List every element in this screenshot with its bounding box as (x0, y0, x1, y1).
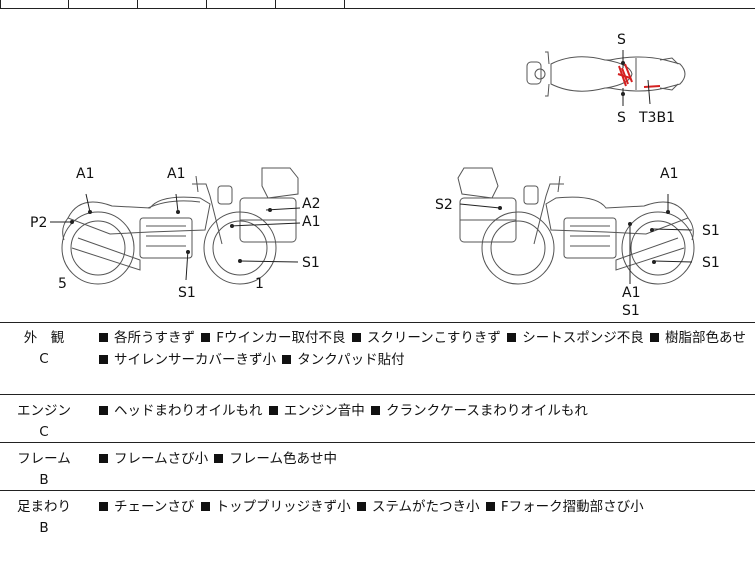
category-grade: B (39, 520, 49, 536)
left-label: 1 (255, 276, 264, 292)
top-cell (137, 0, 138, 8)
category-name: エンジン (17, 403, 71, 419)
right-label: A1 (622, 285, 640, 301)
category-name: 足まわり (17, 499, 71, 515)
note-item: Fウインカー取付不良 (199, 330, 346, 346)
left-label: S1 (178, 285, 196, 301)
damage-diagram: S S T3B1 A1 A1 A2 A1 P2 S1 S1 5 1 S2 A1 … (0, 8, 755, 323)
category-grade: B (39, 472, 49, 488)
note-item: フレームさび小 (97, 451, 208, 467)
note-item: シートスポンジ不良 (505, 330, 644, 346)
right-label: S1 (702, 255, 720, 271)
top-label: T3B1 (638, 110, 675, 126)
category-name: フレーム (17, 451, 71, 467)
table-row: 外 観 C 各所うすきず Fウインカー取付不良 スクリーンこすりきず シートスポ… (0, 322, 755, 395)
top-cell (275, 0, 276, 8)
top-view-marks (617, 50, 661, 106)
note-item: ヘッドまわりオイルもれ (97, 403, 263, 419)
category-grade: C (39, 351, 49, 367)
note-item: ステムがたつき小 (355, 499, 480, 515)
left-label: A1 (167, 166, 185, 182)
category-cell: 足まわり B (0, 497, 88, 539)
left-label: A1 (76, 166, 94, 182)
category-name: 外 観 (23, 330, 65, 346)
note-item: エンジン音中 (267, 403, 365, 419)
note-item: チェーンさび (97, 499, 194, 515)
right-label: A1 (660, 166, 678, 182)
note-item: サイレンサーカバーきず小 (97, 352, 276, 368)
motorcycle-diagram-svg: S S T3B1 A1 A1 A2 A1 P2 S1 S1 5 1 S2 A1 … (30, 32, 720, 319)
category-cell: 外 観 C (0, 328, 88, 370)
table-row: フレーム B フレームさび小 フレーム色あせ中 (0, 443, 755, 491)
right-view-bike (457, 167, 695, 285)
top-label: S (617, 32, 626, 48)
notes-cell: 各所うすきず Fウインカー取付不良 スクリーンこすりきず シートスポンジ不良 樹… (97, 327, 747, 371)
note-item: フレーム色あせ中 (212, 451, 337, 467)
notes-cell: ヘッドまわりオイルもれ エンジン音中 クランクケースまわりオイルもれ (97, 400, 747, 422)
top-table-row (0, 0, 755, 9)
note-item: タンクパッド貼付 (280, 352, 405, 368)
note-item: クランクケースまわりオイルもれ (369, 403, 588, 419)
category-cell: フレーム B (0, 449, 88, 491)
top-cell (0, 0, 1, 8)
left-label: A2 (302, 196, 320, 212)
top-label: S (617, 110, 626, 126)
left-label: A1 (302, 214, 320, 230)
table-row: 足まわり B チェーンさび トップブリッジきず小 ステムがたつき小 Fフォーク摺… (0, 491, 755, 561)
note-item: Fフォーク摺動部さび小 (484, 499, 644, 515)
notes-cell: フレームさび小 フレーム色あせ中 (97, 448, 747, 470)
left-label: 5 (58, 276, 67, 292)
notes-cell: チェーンさび トップブリッジきず小 ステムがたつき小 Fフォーク摺動部さび小 (97, 496, 747, 518)
top-cell (206, 0, 207, 8)
right-view-leaders (459, 194, 693, 284)
right-label: S2 (435, 197, 453, 213)
category-grade: C (39, 424, 49, 440)
note-item: 樹脂部色あせ (648, 330, 746, 346)
right-label: S1 (702, 223, 720, 239)
right-label: S1 (622, 303, 640, 319)
category-cell: エンジン C (0, 401, 88, 443)
note-item: スクリーンこすりきず (350, 330, 501, 346)
note-item: 各所うすきず (97, 330, 195, 346)
top-view-bike (526, 51, 686, 97)
table-row: エンジン C ヘッドまわりオイルもれ エンジン音中 クランクケースまわりオイルも… (0, 395, 755, 443)
left-label: S1 (302, 255, 320, 271)
left-view-leaders (50, 193, 301, 281)
top-cell (344, 0, 345, 8)
note-item: トップブリッジきず小 (199, 499, 351, 515)
left-view-bike (61, 167, 299, 285)
left-label: P2 (30, 215, 47, 231)
top-cell (68, 0, 69, 8)
